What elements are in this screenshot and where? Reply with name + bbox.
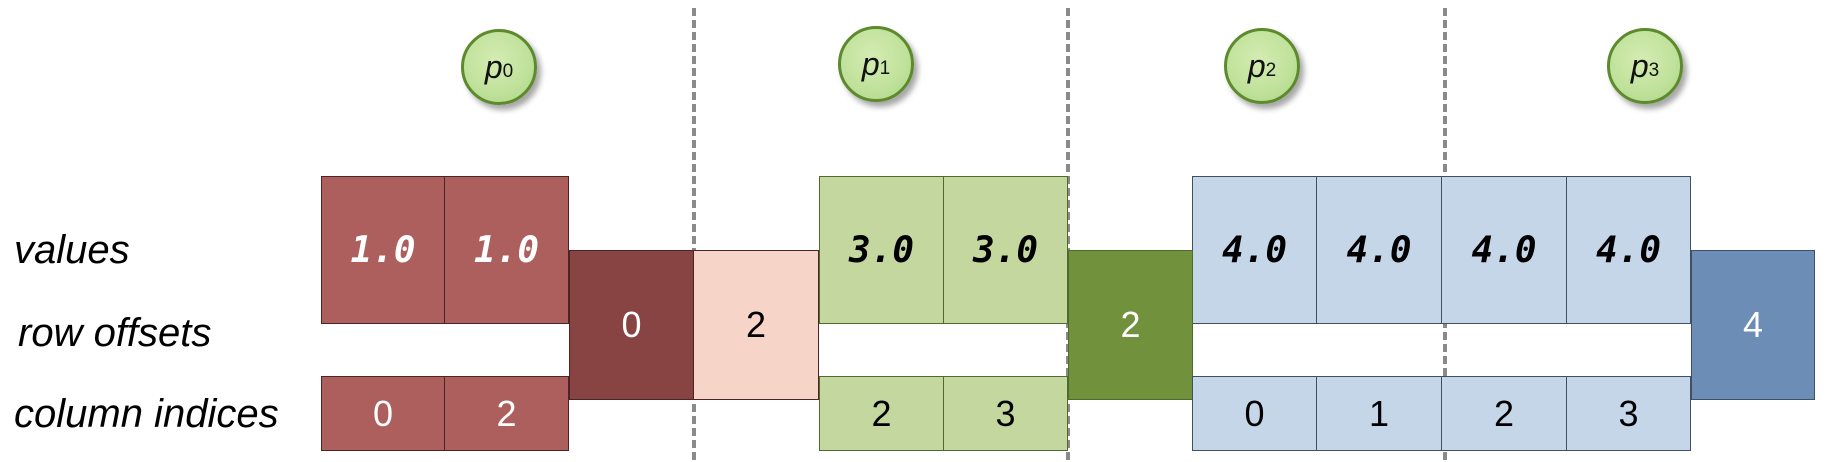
processor-symbol: p <box>484 48 503 85</box>
processor-subscript: 3 <box>1648 60 1660 81</box>
column-index-cell: 2 <box>1441 376 1567 451</box>
value-cell: 4.0 <box>1566 176 1691 324</box>
processor-subscript: 0 <box>502 61 514 82</box>
value-cell: 4.0 <box>1192 176 1317 324</box>
row-offset-cell: 0 <box>569 250 694 400</box>
column-index-cell: 3 <box>943 376 1068 451</box>
column-index-cell: 2 <box>819 376 944 451</box>
value-cell: 4.0 <box>1316 176 1442 324</box>
processor-symbol: p <box>1630 47 1649 84</box>
value-cell: 1.0 <box>321 176 445 324</box>
values-row-label: values <box>14 228 130 272</box>
processor-symbol: p <box>1247 47 1266 84</box>
column-index-cell: 1 <box>1316 376 1442 451</box>
column-index-cell: 2 <box>444 376 569 451</box>
column-indices-row-label: column indices <box>14 392 279 436</box>
processor-symbol: p <box>861 45 880 82</box>
partition-divider <box>692 8 696 460</box>
column-index-cell: 0 <box>1192 376 1317 451</box>
partition-divider <box>1066 8 1070 460</box>
row-offset-cell: 4 <box>1691 250 1815 400</box>
row-offset-cell: 2 <box>693 250 819 400</box>
value-cell: 3.0 <box>819 176 944 324</box>
column-index-cell: 3 <box>1566 376 1691 451</box>
value-cell: 3.0 <box>943 176 1068 324</box>
value-cell: 1.0 <box>444 176 569 324</box>
value-cell: 4.0 <box>1441 176 1567 324</box>
processor-subscript: 2 <box>1265 60 1277 81</box>
processor-subscript: 1 <box>879 58 891 79</box>
column-index-cell: 0 <box>321 376 445 451</box>
row-offset-cell: 2 <box>1068 250 1193 400</box>
row-offsets-row-label: row offsets <box>18 311 212 355</box>
